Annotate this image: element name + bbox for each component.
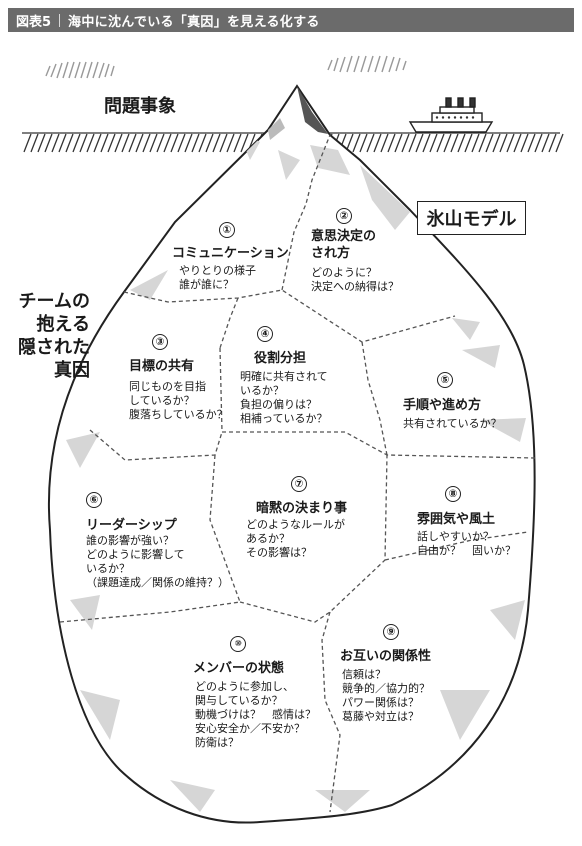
region-questions: 誰の影響が強い？ どのように影響して いるか？ （課題達成／関係の維持？） — [86, 534, 229, 589]
region-number: ③ — [152, 334, 168, 350]
ship-icon — [408, 97, 494, 133]
figure-title: 海中に沈んでいる「真因」を見える化する — [68, 14, 320, 30]
region-title: 手順や進め方 — [403, 398, 482, 413]
iceberg-shading — [66, 86, 526, 812]
cloud-left — [45, 61, 115, 79]
region-number: ⑥ — [86, 492, 102, 508]
region-questions: 共有されているか？ — [403, 417, 502, 430]
figure-number: 図表5 — [16, 14, 52, 30]
iceberg-model-label: 氷山モデル — [417, 201, 526, 235]
region-questions: 同じものを目指 しているか？ 腹落ちしているか？ — [129, 380, 228, 421]
region-questions: 明確に共有されて いるか？ 負担の偏りは？ 相補っているか？ — [240, 370, 328, 425]
region-title: 目標の共有 — [129, 359, 195, 374]
region-questions: どのように参加し、 関与しているか？ 動機づけは？ 感情は？ 安心安全か／不安か… — [195, 680, 316, 749]
region-questions: どのようなルールが あるか？ その影響は？ — [246, 518, 345, 559]
region-title: リーダーシップ — [86, 518, 177, 533]
region-number: ② — [336, 208, 352, 224]
region-number: ① — [219, 222, 235, 238]
header-divider — [59, 13, 61, 27]
region-title: コミュニケーション — [172, 246, 289, 261]
region-number: ⑤ — [437, 372, 453, 388]
region-questions: どのように？ 決定への納得は？ — [311, 266, 399, 293]
region-number: ⑦ — [291, 476, 307, 492]
region-title: 暗黙の決まり事 — [256, 501, 348, 516]
region-number: ⑨ — [383, 624, 399, 640]
region-questions: 信頼は？ 競争的／協力的？ パワー関係は？ 葛藤や対立は？ — [342, 668, 430, 723]
region-title: 意思決定の され方 — [311, 229, 377, 261]
region-questions: やりとりの様子 誰が誰に？ — [179, 264, 256, 291]
region-title: 雰囲気や風土 — [417, 512, 496, 527]
region-title: メンバーの状態 — [193, 661, 285, 676]
region-title: 役割分担 — [254, 351, 307, 366]
region-questions: 話しやすいか？ 自由か？ 固いか？ — [417, 530, 516, 557]
region-number: ⑩ — [230, 636, 246, 652]
figure-header: 図表5 海中に沈んでいる「真因」を見える化する — [8, 8, 574, 32]
region-number: ⑧ — [445, 486, 461, 502]
region-number: ④ — [257, 326, 273, 342]
hidden-causes-label: チームの 抱える 隠された 真因 — [18, 291, 90, 381]
surface-problem-label: 問題事象 — [104, 96, 176, 117]
cloud-right — [327, 55, 407, 73]
region-title: お互いの関係性 — [340, 649, 432, 664]
region-dividers — [59, 134, 536, 813]
iceberg-outline — [48, 84, 536, 824]
